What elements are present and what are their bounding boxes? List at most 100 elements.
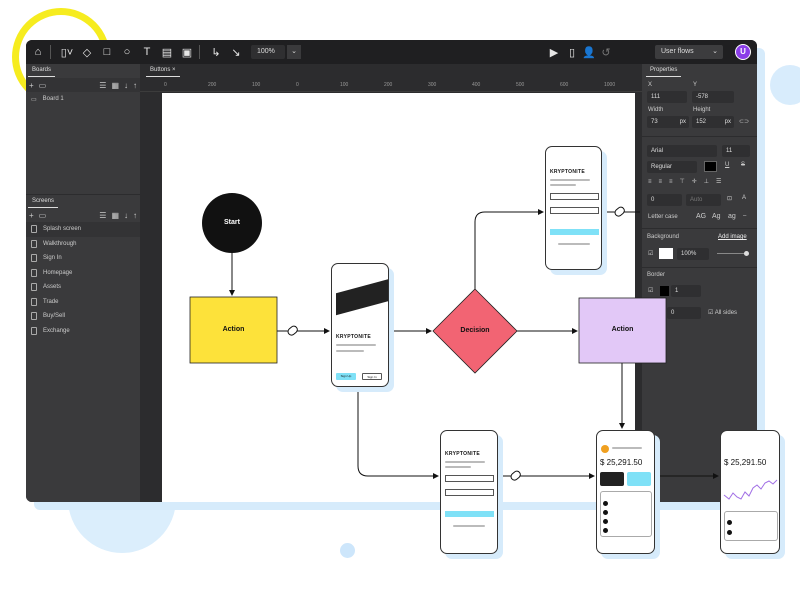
toolbar: ⌂ ▯˅ ◇ □ ○ T ▤ ▣ ↳ ↘ ⤷ 100% ⌄ ▶ ▯ 👤 ↺ Us…	[26, 40, 757, 64]
fit-icon[interactable]: ⊡	[727, 196, 733, 202]
connector	[357, 387, 439, 479]
line-height-input[interactable]: Auto	[686, 194, 721, 206]
tab-screens[interactable]: Screens	[28, 195, 59, 208]
vertical-ruler	[140, 92, 160, 502]
screen-item[interactable]: Assets	[26, 280, 140, 295]
ruler-label: 300	[428, 82, 437, 88]
add-image-link[interactable]: Add image	[718, 234, 747, 240]
weight-select[interactable]: Regular	[647, 161, 697, 173]
strikethrough-icon[interactable]: S	[741, 162, 746, 168]
add-user-icon[interactable]: 👤	[582, 46, 596, 59]
list-view-icon[interactable]: ☰	[99, 80, 107, 90]
walkthrough-screen[interactable]: KRYPTONITE Sign Up Sign In	[331, 263, 389, 387]
grid-view-icon[interactable]: ▦	[111, 210, 119, 220]
opacity-slider[interactable]	[717, 251, 749, 256]
y-input[interactable]: -578	[692, 91, 734, 103]
alignment-icons[interactable]: ≡≡≡⊤✛⊥☰	[648, 179, 729, 185]
view-select[interactable]: User flows⌄	[655, 45, 723, 59]
action-node-2	[578, 297, 667, 364]
arrow-down-icon[interactable]: ↓	[124, 210, 128, 220]
tab-buttons[interactable]: Buttons ×	[146, 64, 180, 77]
action-node	[189, 296, 278, 364]
text-icon[interactable]: T	[143, 46, 151, 58]
spacing-input[interactable]: 0	[647, 194, 682, 206]
home-icon[interactable]: ⌂	[34, 46, 42, 58]
ruler-label: 600	[560, 82, 569, 88]
folder-icon[interactable]: ▭	[38, 80, 47, 90]
close-icon[interactable]: ×	[172, 67, 176, 73]
font-size-select[interactable]: 11	[722, 145, 750, 157]
page-icon[interactable]: ▯˅	[60, 46, 74, 59]
link-dimensions-icon[interactable]: ⊂⊃	[739, 119, 750, 125]
sign-in-screen[interactable]: KRYPTONITE	[545, 146, 602, 270]
image-icon[interactable]: ▣	[181, 46, 193, 59]
file-icon	[31, 254, 37, 263]
arrow-down-icon[interactable]: ↓	[124, 80, 128, 90]
zoom-input[interactable]: 100%	[251, 45, 285, 59]
border-width-input[interactable]: 1	[671, 285, 701, 297]
tab-boards[interactable]: Boards	[28, 64, 56, 77]
grid-view-icon[interactable]: ▦	[111, 80, 119, 90]
x-input[interactable]: 111	[647, 91, 687, 103]
add-icon[interactable]: +	[29, 80, 34, 90]
baseline-icon[interactable]: A	[742, 195, 747, 201]
folder-icon[interactable]: ▭	[38, 210, 47, 220]
straight-connector-icon[interactable]: ↘	[231, 46, 241, 59]
tab-properties[interactable]: Properties	[646, 64, 682, 77]
screen-item[interactable]: Buy/Sell	[26, 309, 140, 324]
ruler-label: 100	[340, 82, 349, 88]
note-icon[interactable]: ▤	[161, 46, 173, 59]
left-panel: Boards + ▭ ☰ ▦ ↓ ↑ ▭Board 1 Screens + ▭ ☰ ▦ ↓ ↑ Sp…	[26, 64, 140, 502]
decorative-dot	[340, 543, 355, 558]
rectangle-icon[interactable]: □	[103, 46, 111, 58]
file-icon	[31, 225, 37, 234]
board-item[interactable]: ▭Board 1	[31, 96, 64, 103]
assets-screen[interactable]: $ 25,291.50	[720, 430, 780, 554]
none-case-icon[interactable]: –	[743, 213, 747, 219]
undo-icon[interactable]: ↺	[601, 46, 611, 59]
avatar[interactable]: U	[735, 44, 751, 60]
screen-item[interactable]: Walkthrough	[26, 237, 140, 252]
text-color-swatch[interactable]	[704, 161, 717, 172]
diamond-icon[interactable]: ◇	[82, 46, 92, 59]
file-icon	[31, 326, 37, 335]
screen-item[interactable]: Splash screen	[26, 222, 140, 237]
homepage-screen[interactable]: $ 25,291.50	[596, 430, 655, 554]
screen-item[interactable]: Homepage	[26, 266, 140, 281]
start-node	[202, 193, 262, 253]
mobile-icon[interactable]: ▯	[568, 46, 576, 59]
screen-item[interactable]: Trade	[26, 295, 140, 310]
screen-item[interactable]: Exchange	[26, 324, 140, 339]
circle-icon[interactable]: ○	[123, 46, 131, 58]
border-color-swatch[interactable]	[660, 286, 669, 296]
opacity-input[interactable]: 100%	[677, 248, 709, 260]
list-view-icon[interactable]: ☰	[99, 210, 107, 220]
action-label: Action	[611, 326, 634, 333]
connector	[474, 209, 544, 289]
chevron-down-icon[interactable]: ⌄	[287, 45, 301, 59]
screen-item[interactable]: Sign In	[26, 251, 140, 266]
radius-input[interactable]: 0	[667, 307, 701, 319]
add-icon[interactable]: +	[29, 210, 34, 220]
ruler-label: 200	[208, 82, 217, 88]
elbow-connector-icon[interactable]: ↳	[211, 46, 221, 59]
arrow-up-icon[interactable]: ↑	[133, 210, 137, 220]
link-icon	[287, 325, 298, 336]
arrow-up-icon[interactable]: ↑	[133, 80, 137, 90]
ruler-label: 0	[296, 82, 299, 88]
ruler-label: 400	[472, 82, 481, 88]
ruler-label: 200	[384, 82, 393, 88]
all-sides-checkbox[interactable]: ☑ All sides	[708, 310, 738, 316]
sign-up-screen[interactable]: KRYPTONITE	[440, 430, 498, 554]
ruler-label: 0	[164, 82, 167, 88]
background-checkbox[interactable]: ☑	[648, 251, 654, 257]
underline-icon[interactable]: U	[725, 162, 730, 168]
border-checkbox[interactable]: ☑	[648, 288, 654, 294]
font-select[interactable]: Arial	[647, 145, 717, 157]
background-color-swatch[interactable]	[659, 248, 673, 259]
play-icon[interactable]: ▶	[549, 46, 559, 59]
